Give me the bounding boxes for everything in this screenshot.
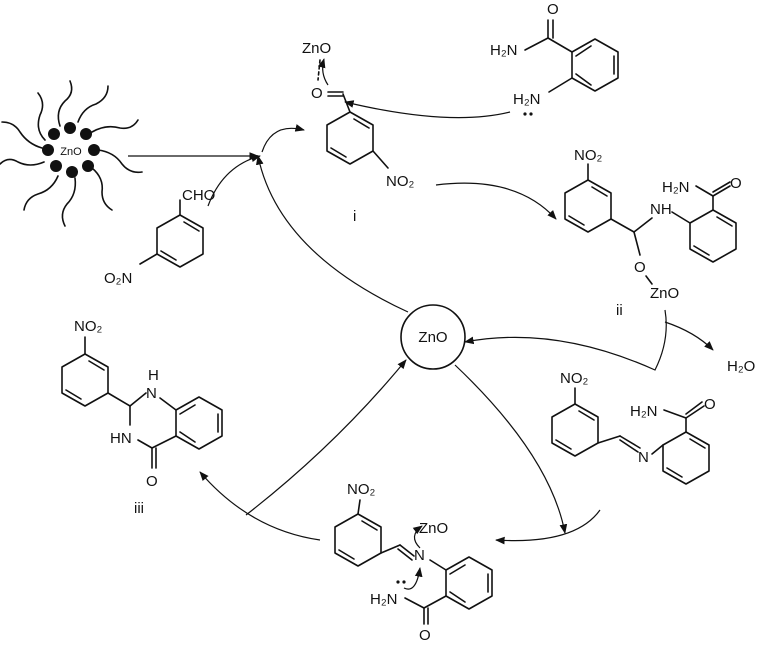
i-no2: NO₂ [386,173,415,190]
central-catalyst: ZnO [400,304,466,370]
i-oxygen: O [311,85,323,102]
activated-zno: ZnO [419,520,448,537]
label-iii: iii [134,500,144,517]
imine-oxygen: O [704,396,716,413]
nitrobenzaldehyde: CHO O₂N [104,187,215,287]
aldehyde-cho: CHO [182,187,215,204]
imine-nitrogen: N [638,449,649,466]
product-n1: N [146,385,157,402]
ii-no2: NO₂ [574,147,603,164]
ii-amide-oxygen: O [730,175,742,192]
anthranilamide: O H₂N H₂N [490,1,619,116]
amide-nh2: H₂N [513,91,541,108]
product-iii: NO₂ H N HN O iii [61,318,223,517]
amide-oxygen: O [547,1,559,18]
ii-zno: ZnO [650,285,679,302]
activated-no2: NO₂ [347,481,376,498]
activated-imine: NO₂ N ZnO H₂N O [334,481,493,644]
catalyst-label: ZnO [418,329,447,346]
ii-h2n: H₂N [662,179,690,196]
water: H₂O [727,358,755,375]
intermediate-ii: NO₂ NH O ZnO H₂N O ii [564,147,742,319]
product-no2: NO₂ [74,318,103,335]
imine-intermediate: NO₂ N H₂N O [551,370,716,485]
aldehyde-no2: O₂N [104,270,132,287]
product-h: H [148,367,159,384]
product-hn: HN [110,430,132,447]
amide-h2n: H₂N [490,42,518,59]
reaction-arrows [128,100,714,545]
activated-nitrogen: N [414,547,425,564]
nanoparticle-label: ZnO [60,146,82,158]
activated-h2n: H₂N [370,591,398,608]
activated-oxygen: O [419,627,431,644]
zno-nanoparticle: ZnO [0,80,143,227]
ii-oxygen: O [634,259,646,276]
label-i: i [353,208,356,225]
intermediate-i: ZnO O NO₂ i [302,40,415,225]
product-oxygen: O [146,473,158,490]
i-zno: ZnO [302,40,331,57]
ii-nh: NH [650,201,672,218]
imine-h2n: H₂N [630,403,658,420]
label-ii: ii [616,302,623,319]
imine-no2: NO₂ [560,370,589,387]
